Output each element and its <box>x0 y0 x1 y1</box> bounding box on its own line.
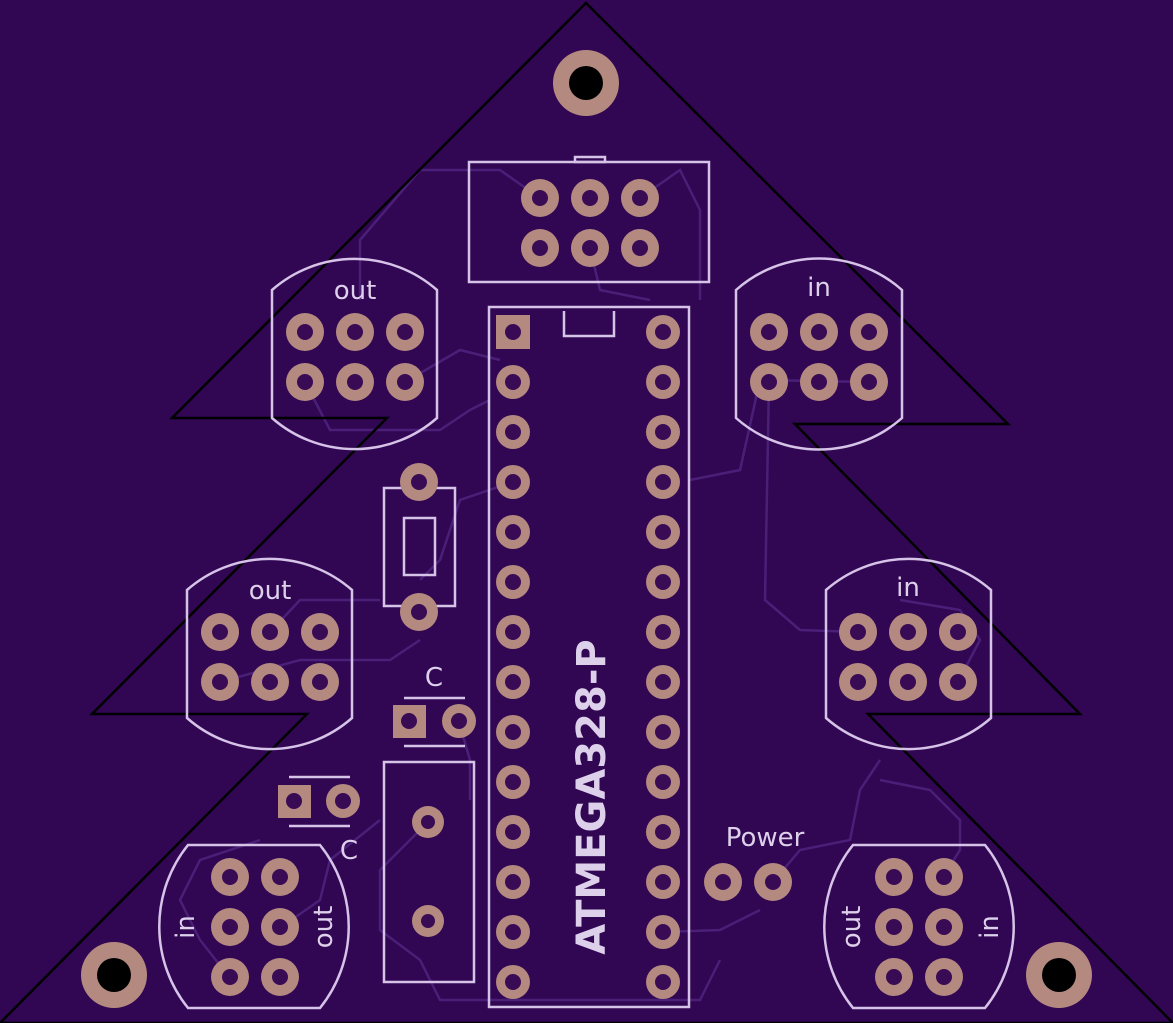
connector-bottom-right-out-label: out <box>837 906 867 949</box>
capacitor-top: C <box>393 663 476 748</box>
power-header: Power <box>704 823 805 901</box>
connector-top-right-label: in <box>807 273 831 303</box>
ic-pins <box>496 315 680 999</box>
connector-mid-right-label: in <box>896 573 920 603</box>
connector-top-right: in <box>734 257 904 451</box>
mounting-holes <box>81 50 1092 1008</box>
connector-bottom-left-in-label: in <box>171 915 201 939</box>
connector-bottom-right-in-label: in <box>975 915 1005 939</box>
crystal <box>382 463 457 631</box>
isp-header <box>467 155 711 284</box>
ic-atmega: ATMEGA328-P <box>487 305 691 1009</box>
connector-mid-left: out <box>185 557 354 751</box>
resistor <box>382 760 476 984</box>
connector-bottom-left-out-label: out <box>309 906 339 949</box>
power-label: Power <box>726 823 805 853</box>
isp-header-pads <box>521 179 659 267</box>
ic-label: ATMEGA328-P <box>569 639 615 954</box>
connector-bottom-right: out in <box>823 843 1015 1010</box>
capacitor-top-label: C <box>425 663 443 693</box>
connector-mid-left-label: out <box>249 576 292 606</box>
capacitor-left-label: C <box>340 836 358 866</box>
connector-top-left: out <box>270 257 439 451</box>
connector-bottom-left: in out <box>158 843 350 1010</box>
connector-mid-right: in <box>824 557 993 751</box>
connector-top-left-label: out <box>334 276 377 306</box>
capacitor-left: C <box>278 775 360 866</box>
